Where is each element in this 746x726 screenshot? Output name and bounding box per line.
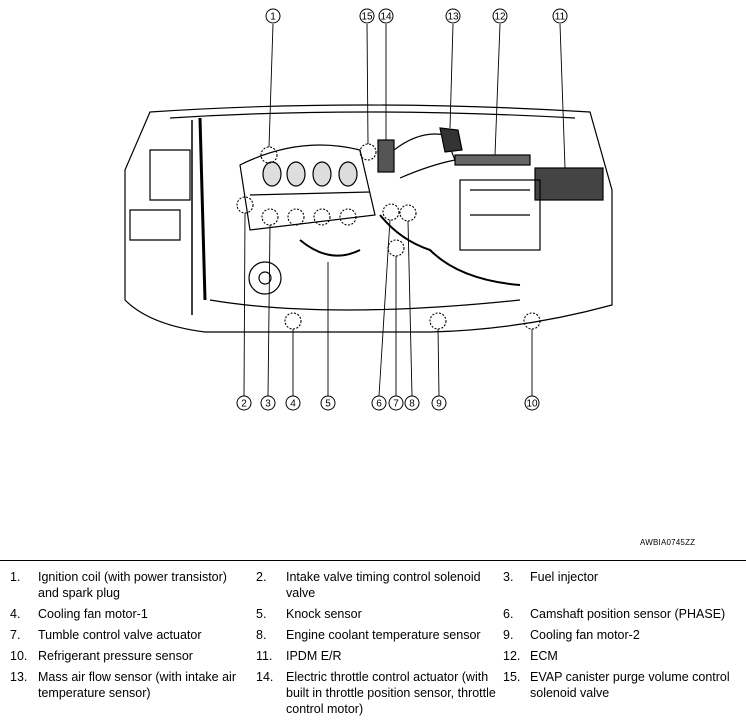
legend-text: Cooling fan motor-2 bbox=[530, 628, 640, 642]
callout-6: 6 bbox=[371, 395, 387, 411]
callout-number: 13 bbox=[447, 12, 459, 23]
legend-number: 2. bbox=[256, 570, 267, 584]
callout-number: 8 bbox=[409, 399, 415, 410]
legend-number: 3. bbox=[503, 570, 514, 584]
legend-text: Fuel injector bbox=[530, 570, 599, 584]
callout-11: 11 bbox=[552, 8, 568, 24]
legend-text: Electric throttle control actuator (with… bbox=[286, 670, 496, 716]
legend-number: 15. bbox=[503, 670, 521, 684]
image-code: AWBIA0745ZZ bbox=[640, 538, 696, 547]
legend-text: Refrigerant pressure sensor bbox=[38, 649, 193, 663]
legend-text: ECM bbox=[530, 649, 558, 663]
legend-item: 6. Camshaft position sensor (PHASE) bbox=[496, 606, 744, 624]
legend-row: 4. Cooling fan motor-1 5. Knock sensor 6… bbox=[0, 606, 746, 624]
legend-item: 10. Refrigerant pressure sensor bbox=[0, 648, 248, 666]
callout-number: 3 bbox=[265, 399, 271, 410]
legend-number: 5. bbox=[256, 607, 267, 621]
callout-3: 3 bbox=[260, 395, 276, 411]
callout-15: 15 bbox=[359, 8, 375, 24]
legend-item: 11. IPDM E/R bbox=[248, 648, 496, 666]
legend-number: 12. bbox=[503, 649, 521, 663]
legend-row: 1. Ignition coil (with power transistor)… bbox=[0, 569, 746, 603]
legend-text: Intake valve timing control solenoid val… bbox=[286, 570, 481, 600]
callout-number: 10 bbox=[526, 399, 538, 410]
callout-number: 9 bbox=[436, 399, 442, 410]
legend-number: 14. bbox=[256, 670, 274, 684]
callout-1: 1 bbox=[265, 8, 281, 24]
callout-number: 1 bbox=[270, 12, 276, 23]
callout-number: 11 bbox=[555, 12, 566, 23]
callout-number: 5 bbox=[325, 399, 331, 410]
legend-number: 1. bbox=[10, 570, 21, 584]
legend-number: 13. bbox=[10, 670, 28, 684]
callout-7: 7 bbox=[388, 395, 404, 411]
legend-item: 12. ECM bbox=[496, 648, 744, 666]
legend-item: 13. Mass air flow sensor (with intake ai… bbox=[0, 669, 248, 721]
legend-item: 5. Knock sensor bbox=[248, 606, 496, 624]
callout-number: 15 bbox=[361, 12, 373, 23]
legend-row: 7. Tumble control valve actuator 8. Engi… bbox=[0, 627, 746, 645]
callout-number: 12 bbox=[494, 12, 506, 23]
callout-number: 6 bbox=[376, 399, 382, 410]
legend-number: 11. bbox=[256, 649, 273, 663]
legend-number: 7. bbox=[10, 628, 21, 642]
legend-item: 1. Ignition coil (with power transistor)… bbox=[0, 569, 248, 603]
legend-item: 15. EVAP canister purge volume control s… bbox=[496, 669, 744, 721]
component-legend: 1. Ignition coil (with power transistor)… bbox=[0, 560, 746, 726]
engine-compartment-diagram: 1 15 14 13 12 11 2 3 4 5 6 7 bbox=[124, 8, 613, 411]
legend-text: Mass air flow sensor (with intake air te… bbox=[38, 670, 236, 700]
legend-number: 9. bbox=[503, 628, 514, 642]
callout-number: 4 bbox=[290, 399, 296, 410]
callout-4: 4 bbox=[285, 395, 301, 411]
callout-2: 2 bbox=[236, 395, 252, 411]
callout-10: 10 bbox=[524, 395, 540, 411]
callout-12: 12 bbox=[492, 8, 508, 24]
callout-number: 2 bbox=[241, 399, 247, 410]
legend-text: Tumble control valve actuator bbox=[38, 628, 202, 642]
legend-item: 4. Cooling fan motor-1 bbox=[0, 606, 248, 624]
legend-number: 10. bbox=[10, 649, 28, 663]
callout-number: 14 bbox=[380, 12, 392, 23]
legend-text: EVAP canister purge volume control solen… bbox=[530, 670, 730, 700]
callout-14: 14 bbox=[378, 8, 394, 24]
callout-9: 9 bbox=[431, 395, 447, 411]
legend-row: 10. Refrigerant pressure sensor 11. IPDM… bbox=[0, 648, 746, 666]
legend-text: Ignition coil (with power transistor) an… bbox=[38, 570, 227, 600]
callout-number: 7 bbox=[393, 399, 399, 410]
legend-row: 13. Mass air flow sensor (with intake ai… bbox=[0, 669, 746, 721]
legend-item: 2. Intake valve timing control solenoid … bbox=[248, 569, 496, 603]
legend-item: 9. Cooling fan motor-2 bbox=[496, 627, 744, 645]
legend-text: Knock sensor bbox=[286, 607, 362, 621]
legend-text: Cooling fan motor-1 bbox=[38, 607, 148, 621]
engine-bay-illustration bbox=[124, 104, 613, 333]
legend-number: 6. bbox=[503, 607, 514, 621]
callout-8: 8 bbox=[404, 395, 420, 411]
legend-text: IPDM E/R bbox=[286, 649, 342, 663]
callout-13: 13 bbox=[445, 8, 461, 24]
callout-5: 5 bbox=[320, 395, 336, 411]
legend-text: Engine coolant temperature sensor bbox=[286, 628, 481, 642]
legend-number: 4. bbox=[10, 607, 21, 621]
legend-item: 14. Electric throttle control actuator (… bbox=[248, 669, 496, 721]
legend-item: 8. Engine coolant temperature sensor bbox=[248, 627, 496, 645]
legend-item: 7. Tumble control valve actuator bbox=[0, 627, 248, 645]
legend-text: Camshaft position sensor (PHASE) bbox=[530, 607, 726, 621]
legend-number: 8. bbox=[256, 628, 267, 642]
leader-lines bbox=[243, 23, 566, 397]
legend-item: 3. Fuel injector bbox=[496, 569, 744, 603]
